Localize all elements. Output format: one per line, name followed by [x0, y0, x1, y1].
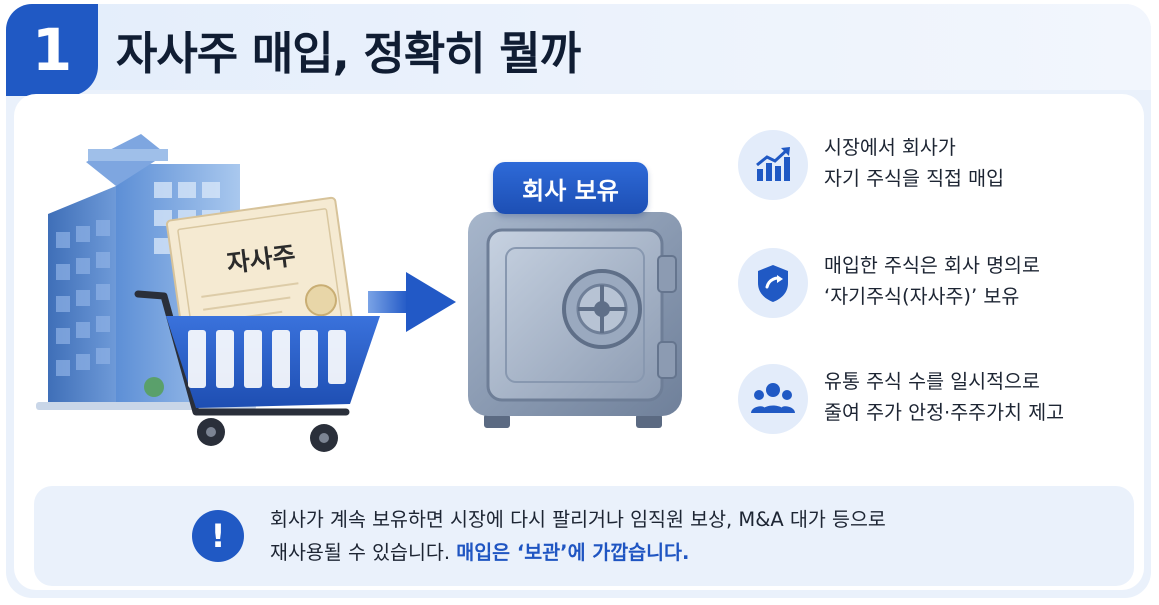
exclamation-icon: ! — [192, 510, 244, 562]
feature-line-2: ‘자기주식(자사주)’ 보유 — [824, 285, 1020, 308]
note-line-1: 회사가 계속 보유하면 시장에 다시 팔리거나 임직원 보상, M&A 대가 등… — [270, 508, 886, 531]
people-icon — [738, 364, 808, 434]
note-box: ! 회사가 계속 보유하면 시장에 다시 팔리거나 임직원 보상, M&A 대가… — [34, 486, 1134, 586]
note-line-2: 재사용될 수 있습니다. 매입은 ‘보관’에 가깝습니다. — [270, 536, 1050, 569]
note-highlight: 매입은 ‘보관’에 가깝습니다. — [456, 541, 690, 564]
note-text: 회사가 계속 보유하면 시장에 다시 팔리거나 임직원 보상, M&A 대가 등… — [270, 503, 1050, 569]
feature-item-share-reduction: 유통 주식 수를 일시적으로 줄여 주가 안정·주주가치 제고 — [738, 360, 1138, 440]
shield-icon — [738, 248, 808, 318]
feature-line-1: 매입한 주식은 회사 명의로 — [824, 254, 1040, 277]
feature-line-2: 줄여 주가 안정·주주가치 제고 — [824, 401, 1065, 424]
feature-item-buy-back: 시장에서 회사가 자기 주식을 직접 매입 — [738, 126, 1138, 206]
feature-line-1: 유통 주식 수를 일시적으로 — [824, 370, 1040, 393]
feature-text: 유통 주식 수를 일시적으로 줄여 주가 안정·주주가치 제고 — [824, 366, 1144, 428]
arrow-right-icon — [368, 272, 456, 332]
illustration — [36, 134, 682, 452]
shopping-cart-icon — [134, 290, 380, 452]
page-title: 자사주 매입, 정확히 뭘까 — [116, 26, 581, 80]
vault-label: 회사 보유 — [493, 162, 648, 214]
header-bar: 1 자사주 매입, 정확히 뭘까 — [6, 4, 1151, 96]
feature-item-company-holding: 매입한 주식은 회사 명의로 ‘자기주식(자사주)’ 보유 — [738, 244, 1138, 324]
growth-chart-icon — [738, 130, 808, 200]
infographic-frame: 1 자사주 매입, 정확히 뭘까 — [6, 4, 1151, 598]
note-line-2-plain: 재사용될 수 있습니다. — [270, 541, 457, 564]
section-number-badge: 1 — [6, 4, 98, 96]
feature-line-1: 시장에서 회사가 — [824, 136, 956, 159]
stock-certificate-icon — [165, 196, 354, 351]
vault-safe-icon — [468, 212, 682, 428]
feature-line-2: 자기 주식을 직접 매입 — [824, 167, 1005, 190]
section-number: 1 — [31, 16, 73, 84]
feature-text: 매입한 주식은 회사 명의로 ‘자기주식(자사주)’ 보유 — [824, 250, 1144, 312]
feature-text: 시장에서 회사가 자기 주식을 직접 매입 — [824, 132, 1144, 194]
